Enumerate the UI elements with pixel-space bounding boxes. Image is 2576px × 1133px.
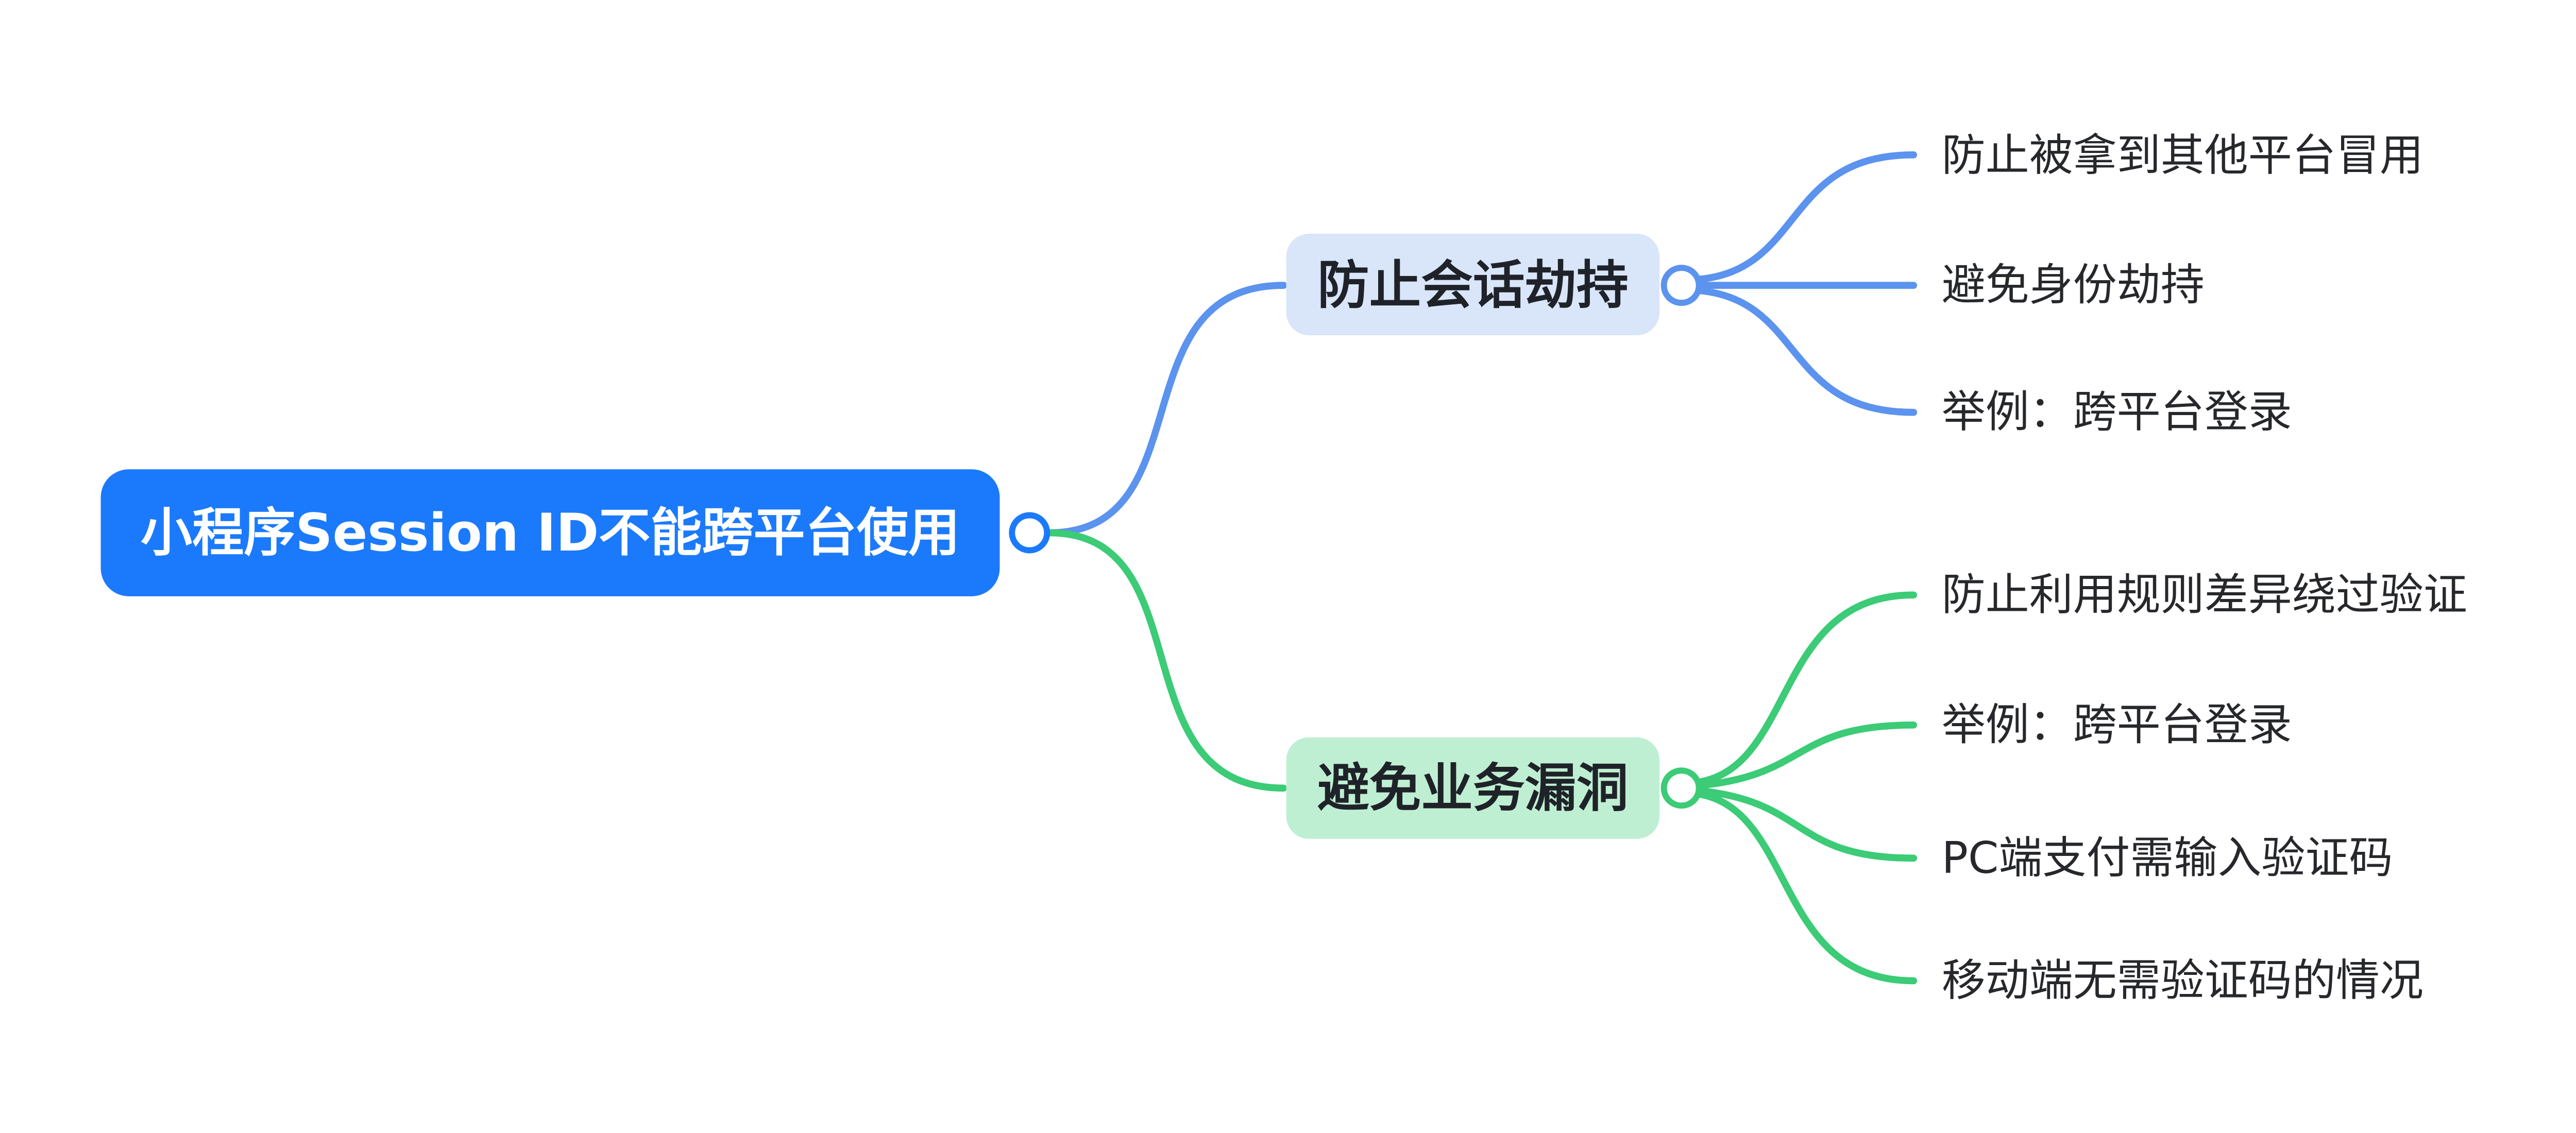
root-junction-circle[interactable]	[1009, 512, 1050, 554]
root-node[interactable]	[100, 469, 1000, 596]
branch-node-business-loophole[interactable]	[1286, 737, 1660, 839]
branch-node-session-hijack-label: 防止会话劫持	[1317, 255, 1629, 316]
edge-blue-to-leaf-3	[1696, 287, 1918, 416]
leaf-node-mobile-no-captcha[interactable]: 移动端无需验证码的情况	[1942, 955, 2424, 1006]
edge-green-to-leaf-1	[1696, 591, 1918, 786]
branch-node-business-loophole-label: 避免业务漏洞	[1317, 758, 1629, 818]
leaf-node-example-cross-platform-login-blue[interactable]: 举例：跨平台登录	[1942, 387, 2292, 438]
edge-green-to-leaf-4	[1696, 791, 1918, 985]
leaf-node-prevent-rule-bypass[interactable]: 防止利用规则差异绕过验证	[1942, 570, 2467, 621]
edge-green-to-leaf-3	[1696, 787, 1918, 862]
edge-blue-to-leaf-1	[1696, 151, 1918, 283]
leaf-node-pc-payment-captcha[interactable]: PC端支付需输入验证码	[1942, 833, 2393, 884]
branch-junction-circle-green[interactable]	[1660, 767, 1702, 809]
edge-root-to-branch-business-loophole	[1045, 529, 1287, 792]
edge-green-to-leaf-2	[1696, 722, 1918, 789]
branch-junction-circle-blue[interactable]	[1660, 265, 1702, 306]
edge-root-to-branch-session-hijack	[1045, 282, 1287, 537]
root-node-label: 小程序Session ID不能跨平台使用	[141, 503, 960, 563]
leaf-node-avoid-identity-hijack[interactable]: 避免身份劫持	[1942, 260, 2205, 311]
branch-node-session-hijack[interactable]	[1286, 233, 1660, 336]
leaf-node-example-cross-platform-login-green[interactable]: 举例：跨平台登录	[1942, 699, 2292, 750]
leaf-node-prevent-impersonation[interactable]: 防止被拿到其他平台冒用	[1942, 130, 2424, 181]
